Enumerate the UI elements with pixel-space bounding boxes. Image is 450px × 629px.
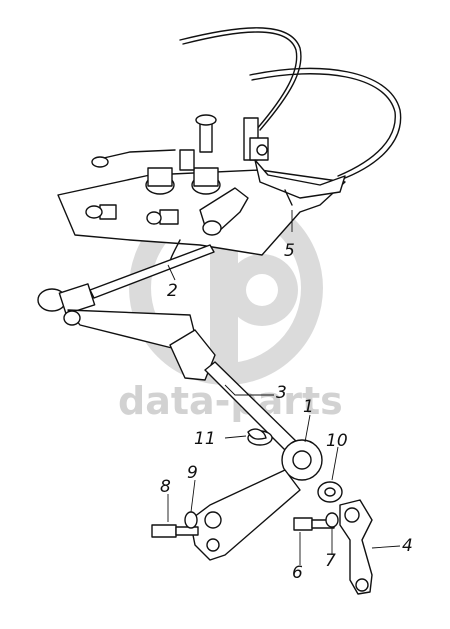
- callout-11: 11: [194, 429, 216, 449]
- callout-6: 6: [292, 563, 303, 583]
- callout-9: 9: [187, 463, 198, 483]
- selector-linkage: [243, 117, 346, 206]
- control-cables: [179, 27, 402, 181]
- callout-8: 8: [160, 477, 171, 497]
- callout-1: 1: [303, 397, 314, 417]
- callout-5: 5: [284, 241, 295, 261]
- bolt-8: [151, 524, 199, 538]
- callout-4: 4: [402, 536, 413, 556]
- callout-3: 3: [276, 383, 287, 403]
- callout-2: 2: [167, 281, 178, 301]
- lower-lever: [189, 439, 323, 561]
- leader-lines: [167, 210, 401, 565]
- shift-rod: [37, 244, 215, 351]
- callout-7: 7: [325, 551, 336, 571]
- lever-4: [339, 499, 373, 595]
- callout-10: 10: [326, 431, 348, 451]
- nut-7: [325, 512, 339, 528]
- washer-9: [184, 511, 198, 529]
- universal-joint: [167, 187, 249, 269]
- pin-11: [247, 428, 267, 440]
- shaft-boot: [169, 329, 301, 456]
